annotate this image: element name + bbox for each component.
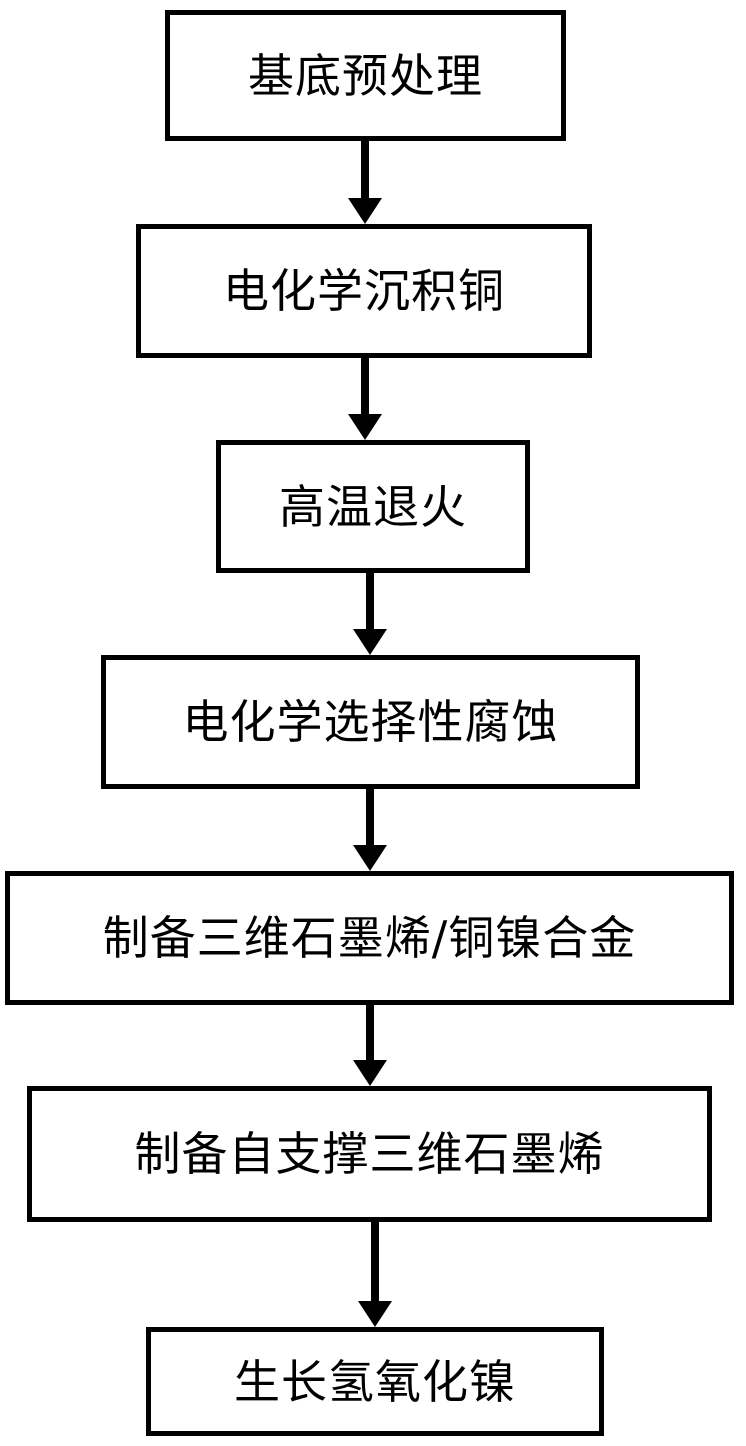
flow-node-step3[interactable]: 高温退火	[216, 440, 530, 573]
arrow-shaft	[366, 789, 374, 845]
arrow-shaft	[361, 358, 369, 414]
flow-node-label: 电化学沉积铜	[223, 264, 505, 318]
flow-node-step2[interactable]: 电化学沉积铜	[136, 224, 592, 358]
flow-node-label: 电化学选择性腐蚀	[182, 695, 559, 749]
flow-node-label: 制备自支撑三维石墨烯	[134, 1127, 605, 1181]
flow-node-label: 生长氢氧化镍	[234, 1354, 516, 1409]
arrow-head-icon	[348, 414, 382, 440]
flow-node-step7[interactable]: 生长氢氧化镍	[146, 1327, 604, 1436]
arrow-shaft	[366, 1005, 374, 1060]
arrow-shaft	[366, 573, 374, 629]
flow-node-step4[interactable]: 电化学选择性腐蚀	[101, 655, 640, 789]
flow-node-step1[interactable]: 基底预处理	[165, 10, 566, 141]
arrow-shaft	[371, 1222, 379, 1301]
arrow-shaft	[361, 141, 369, 198]
flow-node-label: 制备三维石墨烯/铜镍合金	[102, 911, 637, 965]
flow-node-label: 基底预处理	[248, 48, 483, 103]
flow-node-step5[interactable]: 制备三维石墨烯/铜镍合金	[5, 871, 734, 1005]
flow-node-label: 高温退火	[279, 479, 467, 534]
arrow-head-icon	[353, 1060, 387, 1086]
flow-node-step6[interactable]: 制备自支撑三维石墨烯	[27, 1086, 712, 1222]
arrow-head-icon	[358, 1301, 392, 1327]
arrow-head-icon	[353, 629, 387, 655]
arrow-head-icon	[353, 845, 387, 871]
arrow-head-icon	[348, 198, 382, 224]
